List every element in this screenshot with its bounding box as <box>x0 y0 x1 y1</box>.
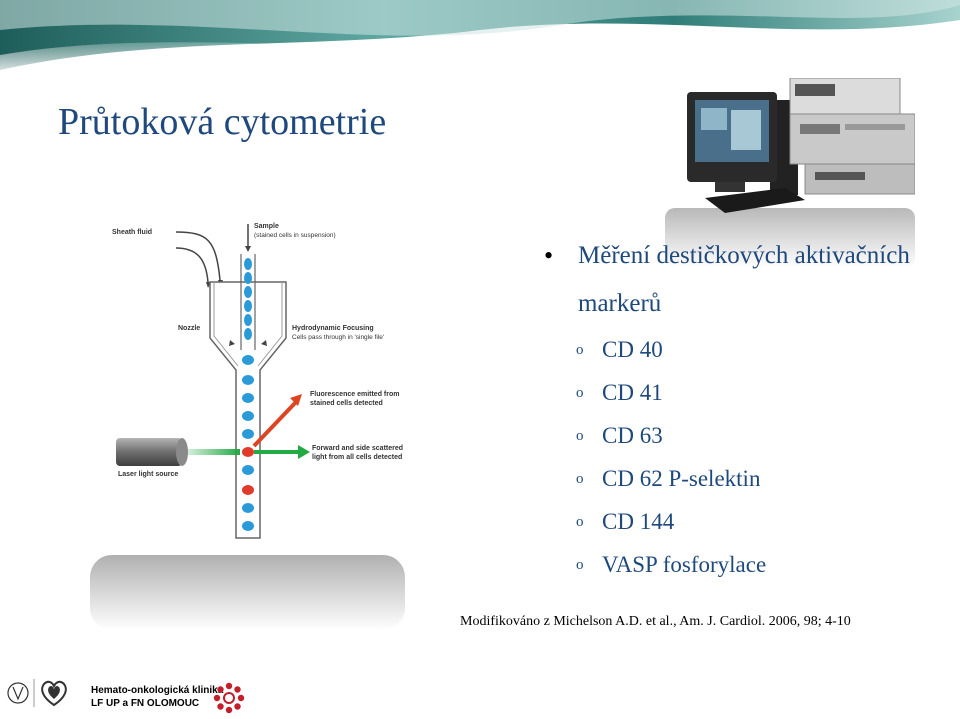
citation: Modifikováno z Michelson A.D. et al., Am… <box>460 614 851 629</box>
fluorescence-label-line2: stained cells detected <box>310 400 383 407</box>
marker-list-item: o CD 62 P-selektin <box>540 457 940 500</box>
marker-list-item: o CD 63 <box>540 414 940 457</box>
marker-list-item-text: CD 62 P-selektin <box>602 466 761 491</box>
top-wave-banner <box>0 0 960 80</box>
bullet-content: • Měření destičkových aktivačních marker… <box>540 232 940 586</box>
hydrodynamic-focusing-label: Hydrodynamic Focusing <box>292 325 374 332</box>
marker-list-item: o CD 41 <box>540 371 940 414</box>
heart-logo-icon <box>41 680 67 707</box>
footer-line1: Hemato-onkologická klinika <box>91 685 224 696</box>
footer-line2: LF UP a FN OLOMOUC <box>91 698 200 709</box>
marker-list: o CD 40 o CD 41 o CD 63 o CD 62 P-selektin o CD 1… <box>540 328 940 586</box>
single-file-label: Cells pass through in 'single file' <box>292 334 384 341</box>
flow-cytometry-diagram: Sheath fluid Sample (stained cells in su… <box>90 223 405 630</box>
circle-marker-icon: o <box>576 557 584 573</box>
nozzle-label: Nozzle <box>178 325 200 332</box>
main-bullet-text: Měření destičkových aktivačních markerů <box>578 242 910 317</box>
university-seal-icon <box>7 682 29 704</box>
marker-list-item-text: CD 41 <box>602 380 663 405</box>
marker-list-item-text: CD 63 <box>602 423 663 448</box>
computer-workstation-icon <box>665 78 915 268</box>
fluorescence-label-line1: Fluorescence emitted from <box>310 391 399 398</box>
bullet-dot-icon: • <box>544 241 554 270</box>
clinic-flower-logo-icon <box>213 682 245 714</box>
sheath-fluid-label: Sheath fluid <box>112 229 152 236</box>
marker-list-item-text: CD 144 <box>602 509 675 534</box>
footer-logos <box>7 679 67 707</box>
laser-source-label: Laser light source <box>118 471 178 478</box>
footer: Hemato-onkologická klinika LF UP a FN OL… <box>0 665 960 719</box>
sample-label: Sample <box>254 223 279 230</box>
scatter-label-line2: light from all cells detected <box>312 454 402 461</box>
circle-marker-icon: o <box>576 514 584 530</box>
marker-list-item: o CD 40 <box>540 328 940 371</box>
page-title: Průtoková cytometrie <box>58 101 387 143</box>
circle-marker-icon: o <box>576 342 584 358</box>
circle-marker-icon: o <box>576 428 584 444</box>
sample-note-label: (stained cells in suspension) <box>254 232 336 239</box>
circle-marker-icon: o <box>576 385 584 401</box>
marker-list-item: o VASP fosforylace <box>540 543 940 586</box>
marker-list-item: o CD 144 <box>540 500 940 543</box>
main-bullet: • Měření destičkových aktivačních marker… <box>540 232 940 328</box>
marker-list-item-text: CD 40 <box>602 337 663 362</box>
scatter-label-line1: Forward and side scattered <box>312 445 403 452</box>
footer-clinic-text: Hemato-onkologická klinika LF UP a FN OL… <box>91 684 223 710</box>
marker-list-item-text: VASP fosforylace <box>602 552 767 577</box>
circle-marker-icon: o <box>576 471 584 487</box>
